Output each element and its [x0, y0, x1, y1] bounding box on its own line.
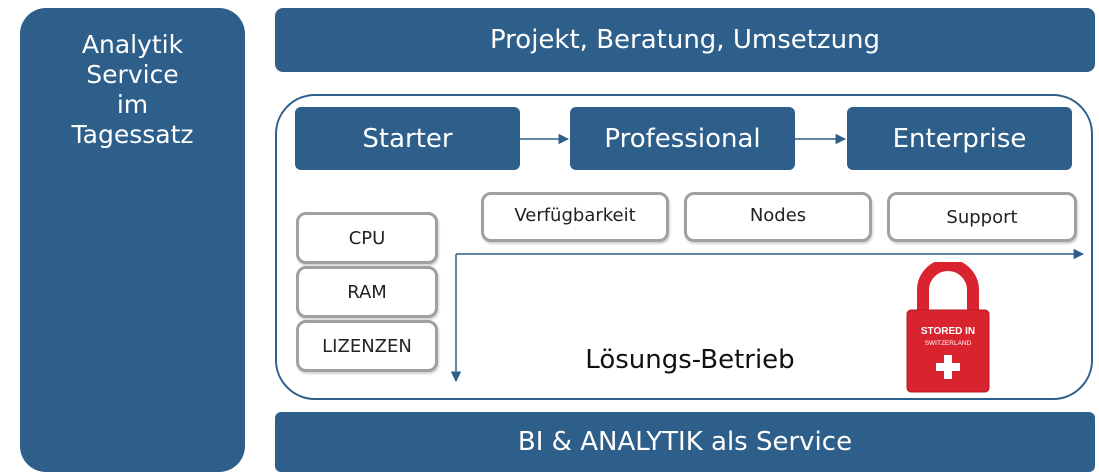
- resource-ram: RAM: [296, 266, 438, 318]
- left-label-line-1: Analytik: [81, 30, 184, 59]
- feature-verfuegbarkeit: Verfügbarkeit: [481, 192, 669, 242]
- left-label-line-3: im: [116, 90, 149, 119]
- feature-nodes: Nodes: [684, 192, 872, 242]
- tier-professional: Professional: [570, 107, 795, 170]
- tier-starter-label: Starter: [362, 123, 453, 154]
- top-bar-label: Projekt, Beratung, Umsetzung: [489, 25, 881, 55]
- left-label-line-4: Tagessatz: [71, 120, 194, 149]
- padlock-icon: STORED IN SWITZERLAND: [906, 262, 990, 393]
- resource-ram-label: RAM: [347, 281, 387, 303]
- tier-enterprise: Enterprise: [847, 107, 1072, 170]
- tier-professional-label: Professional: [604, 123, 761, 154]
- left-label-line-2: Service: [86, 60, 179, 89]
- swiss-cross-horizontal: [936, 363, 960, 371]
- resource-lizenzen-label: LIZENZEN: [322, 335, 412, 357]
- tier-starter: Starter: [295, 107, 520, 170]
- feature-support-label: Support: [946, 207, 1018, 228]
- feature-verfuegbarkeit-label: Verfügbarkeit: [514, 205, 636, 226]
- resource-cpu-label: CPU: [348, 227, 386, 249]
- left-service-panel: [20, 8, 245, 472]
- left-service-label: Analytik Service im Tagessatz: [20, 30, 245, 150]
- resource-lizenzen: LIZENZEN: [296, 320, 438, 372]
- feature-nodes-label: Nodes: [749, 205, 807, 226]
- top-bar: Projekt, Beratung, Umsetzung: [275, 8, 1095, 72]
- resource-cpu: CPU: [296, 212, 438, 264]
- badge-line-1: STORED IN: [921, 326, 975, 337]
- badge-line-2: SWITZERLAND: [925, 340, 972, 347]
- feature-support: Support: [887, 192, 1077, 242]
- tier-enterprise-label: Enterprise: [892, 123, 1027, 154]
- operation-label: Lösungs-Betrieb: [585, 345, 795, 375]
- bottom-bar: BI & ANALYTIK als Service: [275, 412, 1095, 472]
- bottom-bar-label: BI & ANALYTIK als Service: [517, 427, 853, 457]
